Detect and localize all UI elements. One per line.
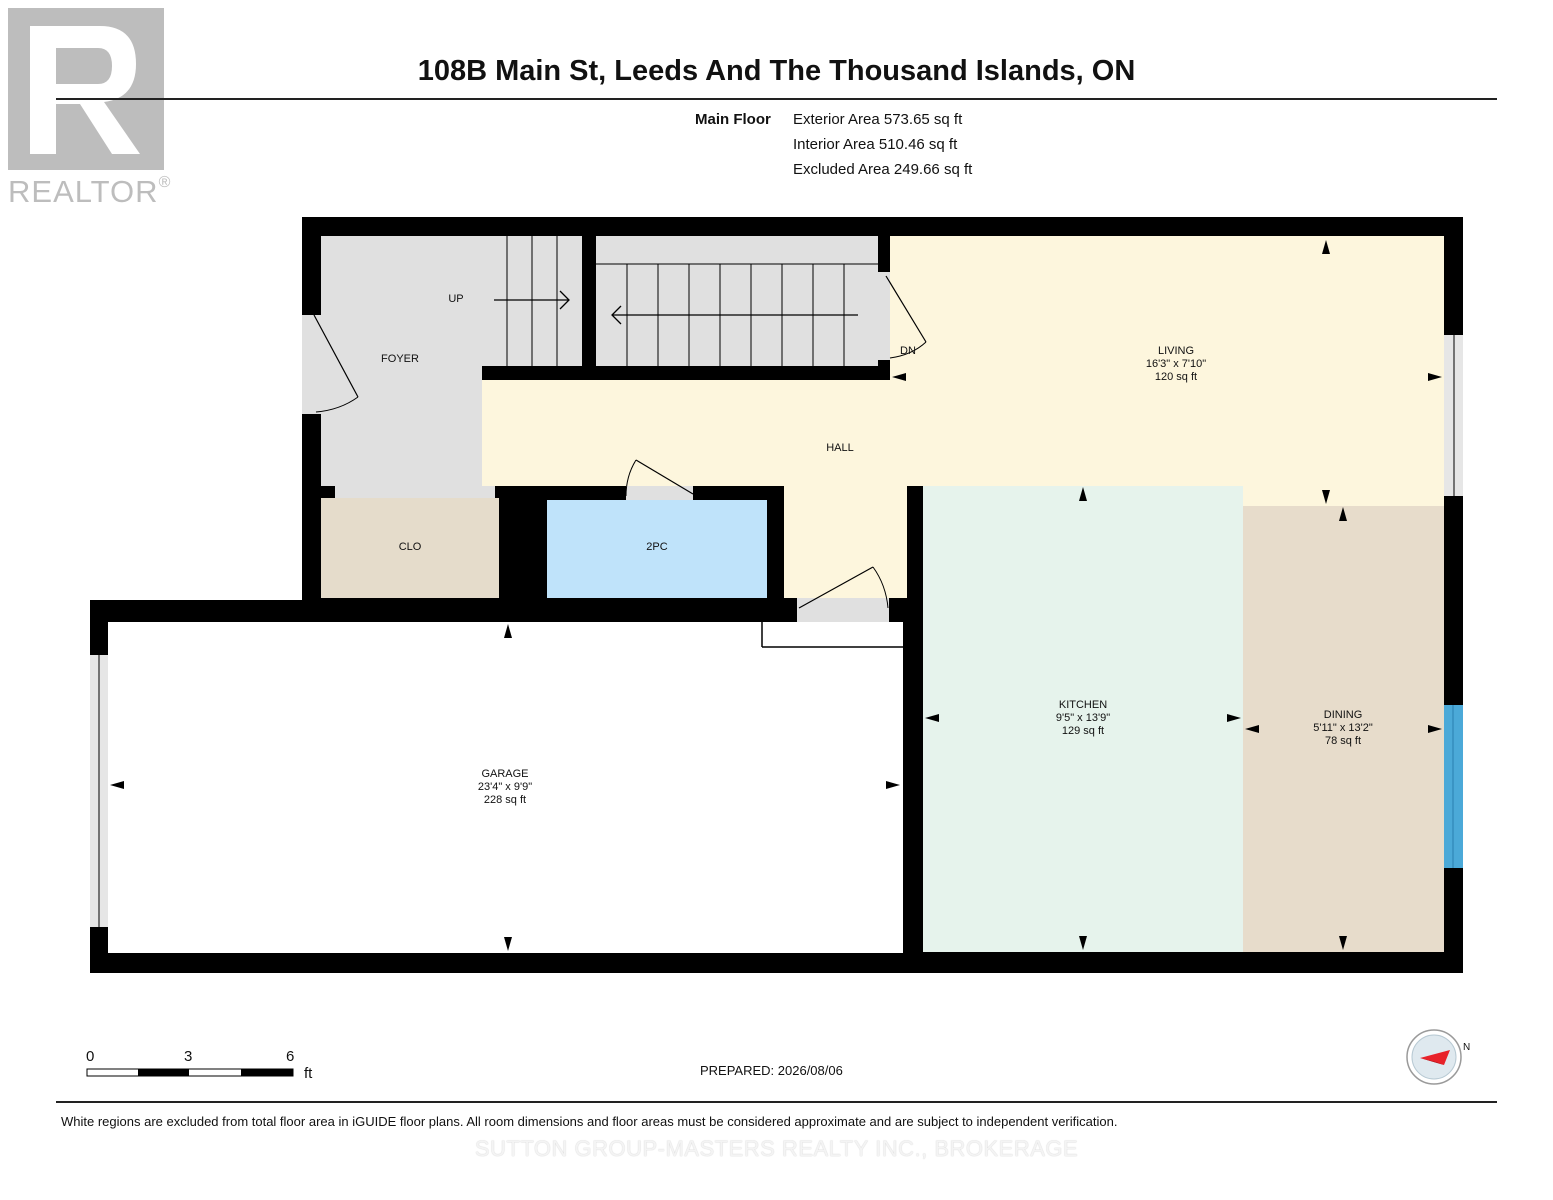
- powder-room-floor: [547, 500, 767, 598]
- title-divider: [56, 98, 1497, 100]
- garage-entry-notch: [762, 622, 903, 648]
- dining-dims: 5'11" x 13'2": [1313, 722, 1373, 734]
- kitchen-upper-fill: [1007, 486, 1243, 506]
- foyer-label: FOYER: [360, 353, 440, 366]
- prepared-date: PREPARED: 2026/08/06: [700, 1063, 843, 1078]
- hall-name: HALL: [826, 442, 854, 454]
- garage-door-swing: [872, 566, 889, 609]
- stair-down-text: DN: [900, 345, 916, 357]
- kitchen-marker-bottom: [1079, 936, 1087, 950]
- foyer-floor: [321, 236, 482, 486]
- powder-door-leaf: [635, 459, 694, 495]
- kitchen-marker-top: [1079, 487, 1087, 501]
- dining-marker-right: [1428, 725, 1442, 733]
- garage-marker-bottom: [504, 937, 512, 951]
- dimension-markers: [110, 240, 1442, 951]
- excluded-area: Excluded Area 249.66 sq ft: [793, 161, 973, 178]
- living-floor: [890, 236, 1444, 486]
- living-marker-right: [1428, 373, 1442, 381]
- footer-divider: [56, 1101, 1497, 1103]
- garage-name: GARAGE: [481, 768, 529, 780]
- realtor-logo-text: REALTOR: [8, 174, 159, 209]
- living-area: 120 sq ft: [1154, 371, 1198, 383]
- living-dims: 16'3" x 7'10": [1145, 358, 1207, 370]
- realtor-reg-mark: ®: [158, 174, 172, 191]
- garage-floor: [108, 622, 903, 953]
- kitchen-marker-right: [1227, 714, 1241, 722]
- scale-label-3: 3: [184, 1048, 193, 1065]
- living-label: LIVING 16'3" x 7'10" 120 sq ft: [1116, 345, 1236, 384]
- disclaimer-text: White regions are excluded from total fl…: [61, 1114, 1118, 1129]
- dining-marker-left: [1245, 725, 1259, 733]
- front-door-swing: [315, 396, 359, 413]
- closet-doorway: [335, 486, 495, 498]
- floor-label: Main Floor: [695, 111, 771, 128]
- page-title: 108B Main St, Leeds And The Thousand Isl…: [417, 55, 1136, 87]
- powder-door-swing: [625, 459, 637, 497]
- dining-marker-bottom: [1339, 936, 1347, 950]
- garage-marker-left: [110, 781, 124, 789]
- living-marker-bottom: [1322, 490, 1330, 504]
- garage-area: 228 sq ft: [483, 794, 527, 806]
- front-door-leaf: [313, 314, 359, 398]
- garage-marker-right: [886, 781, 900, 789]
- powder-room-label: 2PC: [617, 541, 697, 554]
- stair-up-text: UP: [448, 293, 464, 305]
- kitchen-area: 129 sq ft: [1061, 725, 1105, 737]
- stair-down-label: DN: [892, 345, 924, 358]
- powder-door-opening: [626, 486, 693, 500]
- living-marker-top: [1322, 240, 1330, 254]
- stair-up-treads: [506, 236, 558, 366]
- scale-label-0: 0: [86, 1048, 95, 1065]
- living-marker-left: [892, 373, 906, 381]
- compass-icon: [1406, 1029, 1462, 1085]
- dining-name: DINING: [1323, 709, 1363, 721]
- stair-up-label: UP: [436, 293, 476, 306]
- basement-door-opening: [878, 272, 890, 360]
- kitchen-floor: [923, 486, 1243, 952]
- dining-area: 78 sq ft: [1324, 735, 1362, 747]
- closet-label: CLO: [370, 541, 450, 554]
- closet-floor: [321, 498, 499, 598]
- garage-dims: 23'4" x 9'9": [477, 781, 533, 793]
- foyer-name: FOYER: [381, 353, 419, 365]
- front-door-opening: [302, 315, 321, 414]
- garage-marker-top: [504, 624, 512, 638]
- dining-label: DINING 5'11" x 13'2" 78 sq ft: [1283, 709, 1403, 748]
- scale-bar: [86, 1068, 294, 1077]
- realtor-logo: REALTOR®: [8, 8, 180, 213]
- scale-label-6: 6: [286, 1048, 295, 1065]
- dining-floor: [1243, 506, 1444, 952]
- interior-area: Interior Area 510.46 sq ft: [793, 136, 958, 153]
- stair-down-arrowhead: [611, 305, 622, 325]
- realtor-r-icon: [8, 8, 164, 170]
- dining-marker-top: [1339, 507, 1347, 521]
- powder-room-name: 2PC: [646, 541, 668, 553]
- basement-door-swing: [889, 341, 927, 359]
- living-name: LIVING: [1157, 345, 1195, 357]
- compass-north-label: N: [1463, 1042, 1471, 1053]
- garage-door-opening: [797, 598, 889, 622]
- kitchen-label: KITCHEN 9'5" x 13'9" 129 sq ft: [1023, 699, 1143, 738]
- kitchen-marker-left: [925, 714, 939, 722]
- brokerage-watermark: SUTTON GROUP-MASTERS REALTY INC., BROKER…: [474, 1136, 1079, 1161]
- hall-floor: [482, 380, 902, 486]
- scale-unit: ft: [304, 1065, 313, 1082]
- stair-up-arrowhead: [559, 290, 570, 310]
- kitchen-dims: 9'5" x 13'9": [1055, 712, 1111, 724]
- hall-label: HALL: [800, 442, 880, 455]
- kitchen-name: KITCHEN: [1058, 699, 1108, 711]
- garage-door-leaf: [798, 566, 874, 609]
- exterior-area: Exterior Area 573.65 sq ft: [793, 111, 963, 128]
- garage-label: GARAGE 23'4" x 9'9" 228 sq ft: [445, 768, 565, 807]
- hall-lower-floor: [784, 486, 907, 598]
- closet-name: CLO: [398, 541, 422, 553]
- stair-landing: [596, 236, 878, 264]
- basement-door-leaf: [885, 275, 927, 343]
